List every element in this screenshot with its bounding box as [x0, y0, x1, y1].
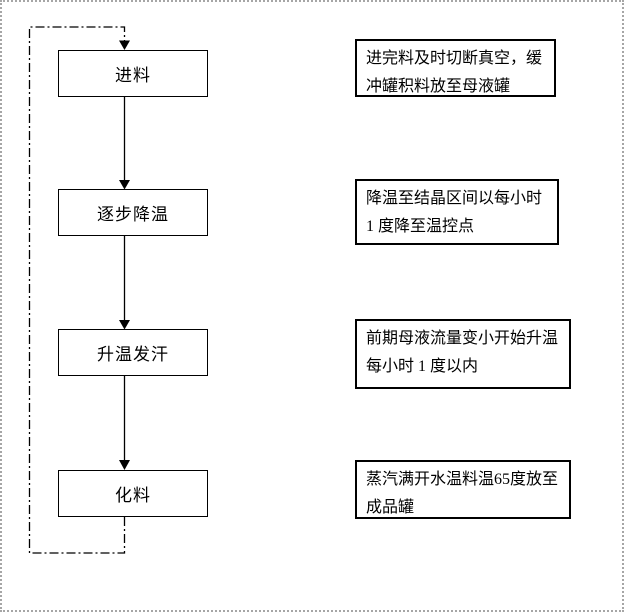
note-text-line: 冲罐积料放至母液罐 — [366, 78, 511, 95]
note-box-stepwise-cooling: 降温至结晶区间以每小时 1 度降至温控点 — [355, 179, 559, 245]
flow-node-stepwise-cooling: 逐步降温 — [58, 189, 208, 236]
flow-node-label: 升温发汗 — [97, 345, 169, 364]
flow-node-label: 进料 — [115, 66, 151, 85]
arrow-down-icon — [119, 40, 130, 50]
note-text-line: 1 度降至温控点 — [366, 218, 475, 235]
note-box-heating-sweating: 前期母液流量变小开始升温 每小时 1 度以内 — [355, 319, 571, 389]
flow-node-heating-sweating: 升温发汗 — [58, 329, 208, 376]
note-text-line: 成品罐 — [366, 499, 415, 516]
note-text-line: 前期母液流量变小开始升温 — [366, 330, 559, 347]
note-text-line: 每小时 1 度以内 — [366, 358, 479, 375]
flow-node-feed: 进料 — [58, 50, 208, 97]
flow-node-melting: 化料 — [58, 470, 208, 517]
flow-node-label: 化料 — [115, 486, 151, 505]
arrow-down-icon — [119, 460, 130, 470]
note-text-line: 进完料及时切断真空，缓 — [366, 50, 543, 67]
flow-node-label: 逐步降温 — [97, 205, 169, 224]
note-box-melting: 蒸汽满开水温料温65度放至 成品罐 — [355, 460, 571, 519]
note-box-feed: 进完料及时切断真空，缓 冲罐积料放至母液罐 — [355, 39, 556, 97]
note-text-line: 降温至结晶区间以每小时 — [366, 190, 543, 207]
note-text-line: 蒸汽满开水温料温65度放至 — [366, 471, 559, 488]
